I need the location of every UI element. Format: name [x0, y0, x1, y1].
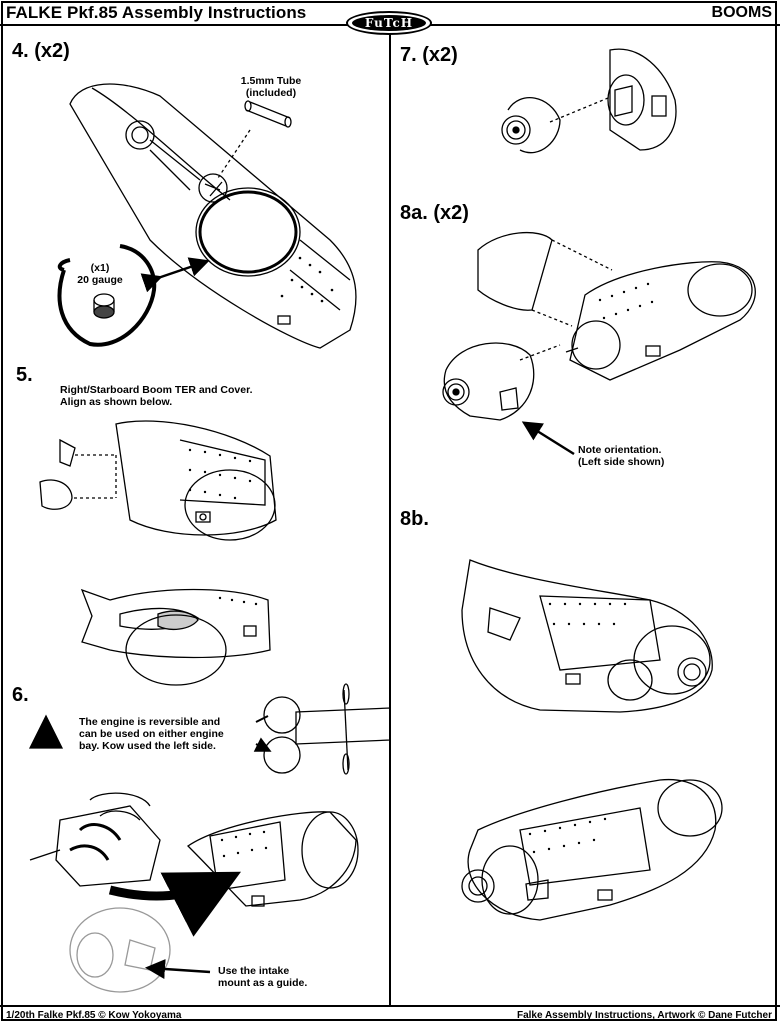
column-divider [389, 24, 391, 1006]
step-7-label: 7. (x2) [400, 44, 458, 66]
step-5-label: 5. [16, 364, 33, 386]
footer-left: 1/20th Falke Pkf.85 © Kow Yokoyama [6, 1010, 182, 1021]
engine-warning-text: The engine is reversible and can be used… [79, 716, 224, 752]
step-8a-label: 8a. (x2) [400, 202, 469, 224]
step-8b-label: 8b. [400, 508, 429, 530]
orientation-note: Note orientation. (Left side shown) [578, 444, 665, 468]
step-6-label: 6. [12, 684, 29, 706]
document-title: FALKE Pkf.85 Assembly Instructions [6, 3, 307, 22]
section-name: BOOMS [711, 4, 772, 21]
intake-guide-text: Use the intake mount as a guide. [218, 965, 308, 989]
footer-divider [0, 1005, 780, 1007]
step-5-instruction: Right/Starboard Boom TER and Cover. Alig… [60, 384, 253, 408]
tube-label: 1.5mm Tube (included) [240, 75, 302, 99]
futch-logo: FuTcH [346, 11, 432, 35]
footer-right: Falke Assembly Instructions, Artwork © D… [516, 1010, 772, 1021]
step-4-label: 4. (x2) [12, 40, 70, 62]
wire-label: (x1) 20 gauge [77, 262, 123, 286]
logo-text: FuTcH [352, 15, 426, 31]
